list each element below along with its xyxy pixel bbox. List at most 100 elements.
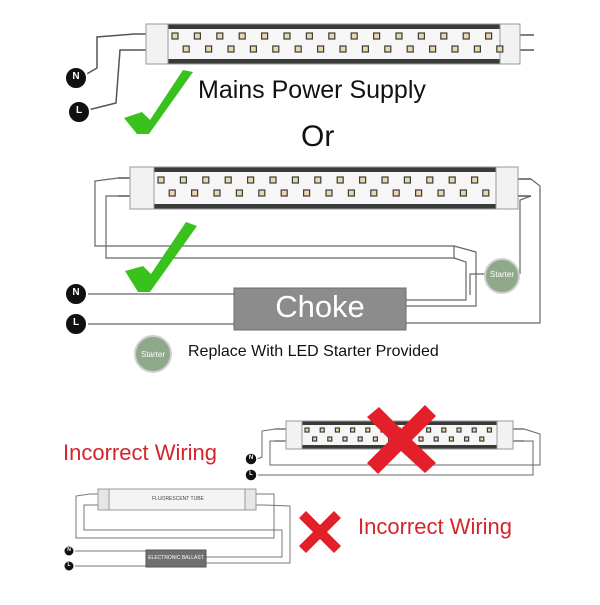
led-chip: [486, 427, 492, 433]
check-mark-icon: [125, 222, 197, 292]
tube-end-cap: [495, 166, 519, 210]
incorrect-wires-1: [256, 428, 541, 476]
terminal-neutral: [64, 282, 88, 306]
terminal-neutral: [244, 452, 258, 466]
led-tube-mains: [134, 23, 534, 65]
terminal-neutral: [64, 66, 88, 90]
terminal-l-label: L: [75, 105, 83, 116]
led-chip: [291, 176, 299, 184]
led-chip: [319, 427, 325, 433]
ballast-wires: [75, 493, 291, 567]
led-chip: [462, 32, 470, 40]
tube-end-cap: [129, 166, 155, 210]
led-chip: [440, 32, 448, 40]
check-mark-icon: [124, 70, 193, 134]
led-chip: [272, 45, 280, 53]
led-chip: [357, 436, 363, 442]
led-chip-row: [171, 32, 504, 53]
led-chip: [280, 189, 288, 197]
incorrect-wiring-label: Incorrect Wiring: [358, 514, 513, 539]
led-chip: [433, 436, 439, 442]
led-chip: [227, 45, 235, 53]
led-chip: [485, 32, 493, 40]
led-chip: [258, 189, 266, 197]
terminal-l-label: L: [67, 562, 71, 568]
terminal-n-label: N: [72, 287, 80, 298]
led-chip-row: [157, 176, 490, 197]
led-chip: [235, 189, 243, 197]
terminal-live: [244, 468, 258, 482]
led-chip: [471, 427, 477, 433]
choke-box: [233, 287, 407, 331]
led-chip: [350, 427, 356, 433]
led-chip: [314, 176, 322, 184]
led-chip: [381, 176, 389, 184]
led-chip: [417, 32, 425, 40]
starter-in-circuit: [484, 258, 520, 294]
led-chip: [339, 45, 347, 53]
led-chip: [327, 436, 333, 442]
electronic-ballast-label: ELECTRONIC BALLAST: [148, 555, 204, 561]
led-chip: [193, 32, 201, 40]
led-chip: [418, 436, 424, 442]
starter-label: Starter: [489, 270, 514, 279]
led-chip: [437, 189, 445, 197]
led-tube-choke-circuit: [118, 166, 531, 210]
led-chip: [448, 436, 454, 442]
led-chip: [303, 189, 311, 197]
replace-starter-note: Replace With LED Starter Provided: [188, 343, 439, 360]
led-chip: [473, 45, 481, 53]
tube-end-cap: [499, 23, 521, 65]
led-chip: [283, 32, 291, 40]
led-chip: [471, 176, 479, 184]
terminal-neutral: [63, 545, 75, 557]
led-chip: [361, 45, 369, 53]
led-chip: [372, 436, 378, 442]
terminal-live: [67, 100, 91, 124]
terminal-l-label: L: [72, 317, 80, 328]
led-chip-row: [304, 427, 492, 442]
led-chip: [496, 45, 504, 53]
choke-wires: [86, 177, 541, 325]
terminal-live: [64, 312, 88, 336]
led-chip: [384, 45, 392, 53]
fluorescent-tube-label: FLUORESCENT TUBE: [152, 496, 204, 502]
led-chip: [182, 45, 190, 53]
led-chip: [359, 176, 367, 184]
led-chip: [365, 427, 371, 433]
led-chip: [479, 436, 485, 442]
led-chip: [415, 189, 423, 197]
cross-mark-icon: [299, 511, 341, 553]
led-chip: [347, 189, 355, 197]
or-label: Or: [301, 120, 335, 153]
choke-label: Choke: [275, 289, 365, 324]
led-chip: [336, 176, 344, 184]
cross-mark-icon: [367, 405, 436, 474]
incorrect-wiring-label: Incorrect Wiring: [63, 440, 218, 465]
tube-end-cap: [145, 23, 169, 65]
led-chip: [328, 32, 336, 40]
led-chip: [373, 32, 381, 40]
led-chip: [261, 32, 269, 40]
led-chip: [171, 32, 179, 40]
led-chip: [312, 436, 318, 442]
led-chip: [325, 189, 333, 197]
led-chip: [202, 176, 210, 184]
led-chip: [191, 189, 199, 197]
electronic-ballast-box: [145, 549, 207, 568]
led-chip: [426, 176, 434, 184]
terminal-live: [63, 560, 75, 572]
starter-legend-icon: [134, 335, 172, 373]
led-chip: [168, 189, 176, 197]
led-chip: [429, 45, 437, 53]
led-chip: [224, 176, 232, 184]
fluorescent-tube: [90, 488, 264, 511]
led-chip: [426, 427, 432, 433]
terminal-n-label: N: [72, 71, 80, 82]
led-chip: [464, 436, 470, 442]
led-chip: [238, 32, 246, 40]
led-chip: [459, 189, 467, 197]
led-chip: [249, 45, 257, 53]
